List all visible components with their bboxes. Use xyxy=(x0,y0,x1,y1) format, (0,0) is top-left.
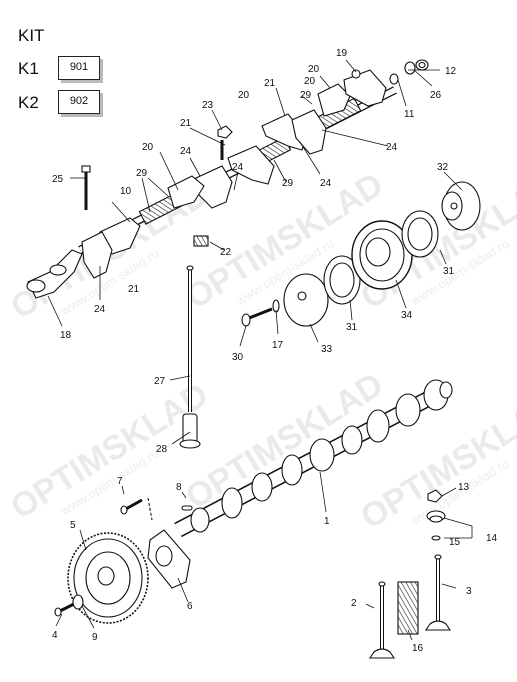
rocker-arm-20a xyxy=(167,175,205,209)
kit-k1-code-box: 901 xyxy=(58,56,100,80)
callout-24c: 24 xyxy=(232,162,244,173)
pushrod-and-tappet xyxy=(179,265,201,449)
callout-26: 26 xyxy=(430,90,442,101)
nut-23 xyxy=(217,125,233,139)
callout-22: 22 xyxy=(220,247,232,258)
callout-25: 25 xyxy=(52,174,64,185)
leader-lines xyxy=(47,59,473,641)
rocker-shaft-assembly xyxy=(26,59,429,299)
callout-6: 6 xyxy=(187,601,193,612)
callout-4: 4 xyxy=(52,630,58,641)
callout-8: 8 xyxy=(176,482,182,493)
callout-16: 16 xyxy=(412,643,424,654)
callout-20a: 20 xyxy=(308,64,320,75)
callout-28: 28 xyxy=(156,444,168,455)
timing-gear-assembly xyxy=(54,497,193,624)
camshaft xyxy=(174,379,453,538)
callout-29b: 29 xyxy=(282,178,294,189)
valve-assembly xyxy=(368,489,452,659)
kit-k1-label: K1 xyxy=(18,59,39,78)
kit-k2-code-box: 902 xyxy=(58,90,100,114)
callout-24a: 24 xyxy=(180,146,192,157)
callout-32: 32 xyxy=(437,162,449,173)
rocker-arm-20c xyxy=(317,83,351,117)
callout-23: 23 xyxy=(202,100,214,111)
callout-18: 18 xyxy=(60,330,72,341)
watermark-brand-4: OPTIMSKLAD xyxy=(4,375,215,526)
callout-2: 2 xyxy=(351,598,357,609)
callout-10: 10 xyxy=(120,186,132,197)
kit-k2-label: K2 xyxy=(18,93,39,112)
washer-26 xyxy=(404,61,416,75)
rocker-arm-19 xyxy=(343,69,387,107)
callout-labels: 1 2 3 4 5 6 7 8 9 10 11 12 13 14 15 16 1… xyxy=(52,48,498,654)
callout-21b: 21 xyxy=(180,118,192,129)
callout-34: 34 xyxy=(401,310,413,321)
callout-30: 30 xyxy=(232,352,244,363)
callout-5: 5 xyxy=(70,520,76,531)
callout-13: 13 xyxy=(458,482,470,493)
callout-21c: 21 xyxy=(128,284,140,295)
cam-gear-assembly xyxy=(241,181,481,327)
rocker-arm-18 xyxy=(26,249,83,299)
plug-11 xyxy=(389,73,399,85)
callout-21a: 21 xyxy=(264,78,276,89)
callout-1: 1 xyxy=(324,516,330,527)
callout-27: 27 xyxy=(154,376,166,387)
callout-31a: 31 xyxy=(346,322,358,333)
callout-9: 9 xyxy=(92,632,98,643)
kit-title: KIT xyxy=(18,26,45,45)
callout-17: 17 xyxy=(272,340,284,351)
callout-29c: 29 xyxy=(136,168,148,179)
callout-11: 11 xyxy=(404,109,415,120)
callout-33: 33 xyxy=(321,344,333,355)
callout-31b: 31 xyxy=(443,266,455,277)
callout-24e: 24 xyxy=(386,142,398,153)
callout-19: 19 xyxy=(336,48,348,59)
callout-20d: 20 xyxy=(304,76,316,87)
callout-3: 3 xyxy=(466,586,472,597)
rocker-arm-20b xyxy=(227,145,275,185)
callout-24b: 24 xyxy=(94,304,106,315)
callout-24d: 24 xyxy=(320,178,332,189)
callout-20b: 20 xyxy=(238,90,250,101)
callout-7: 7 xyxy=(117,476,123,487)
callout-12: 12 xyxy=(445,66,457,77)
callout-14: 14 xyxy=(486,533,498,544)
callout-20c: 20 xyxy=(142,142,154,153)
callout-15: 15 xyxy=(449,537,461,548)
callout-29a: 29 xyxy=(300,90,312,101)
rocker-bracket-24a xyxy=(81,231,113,279)
